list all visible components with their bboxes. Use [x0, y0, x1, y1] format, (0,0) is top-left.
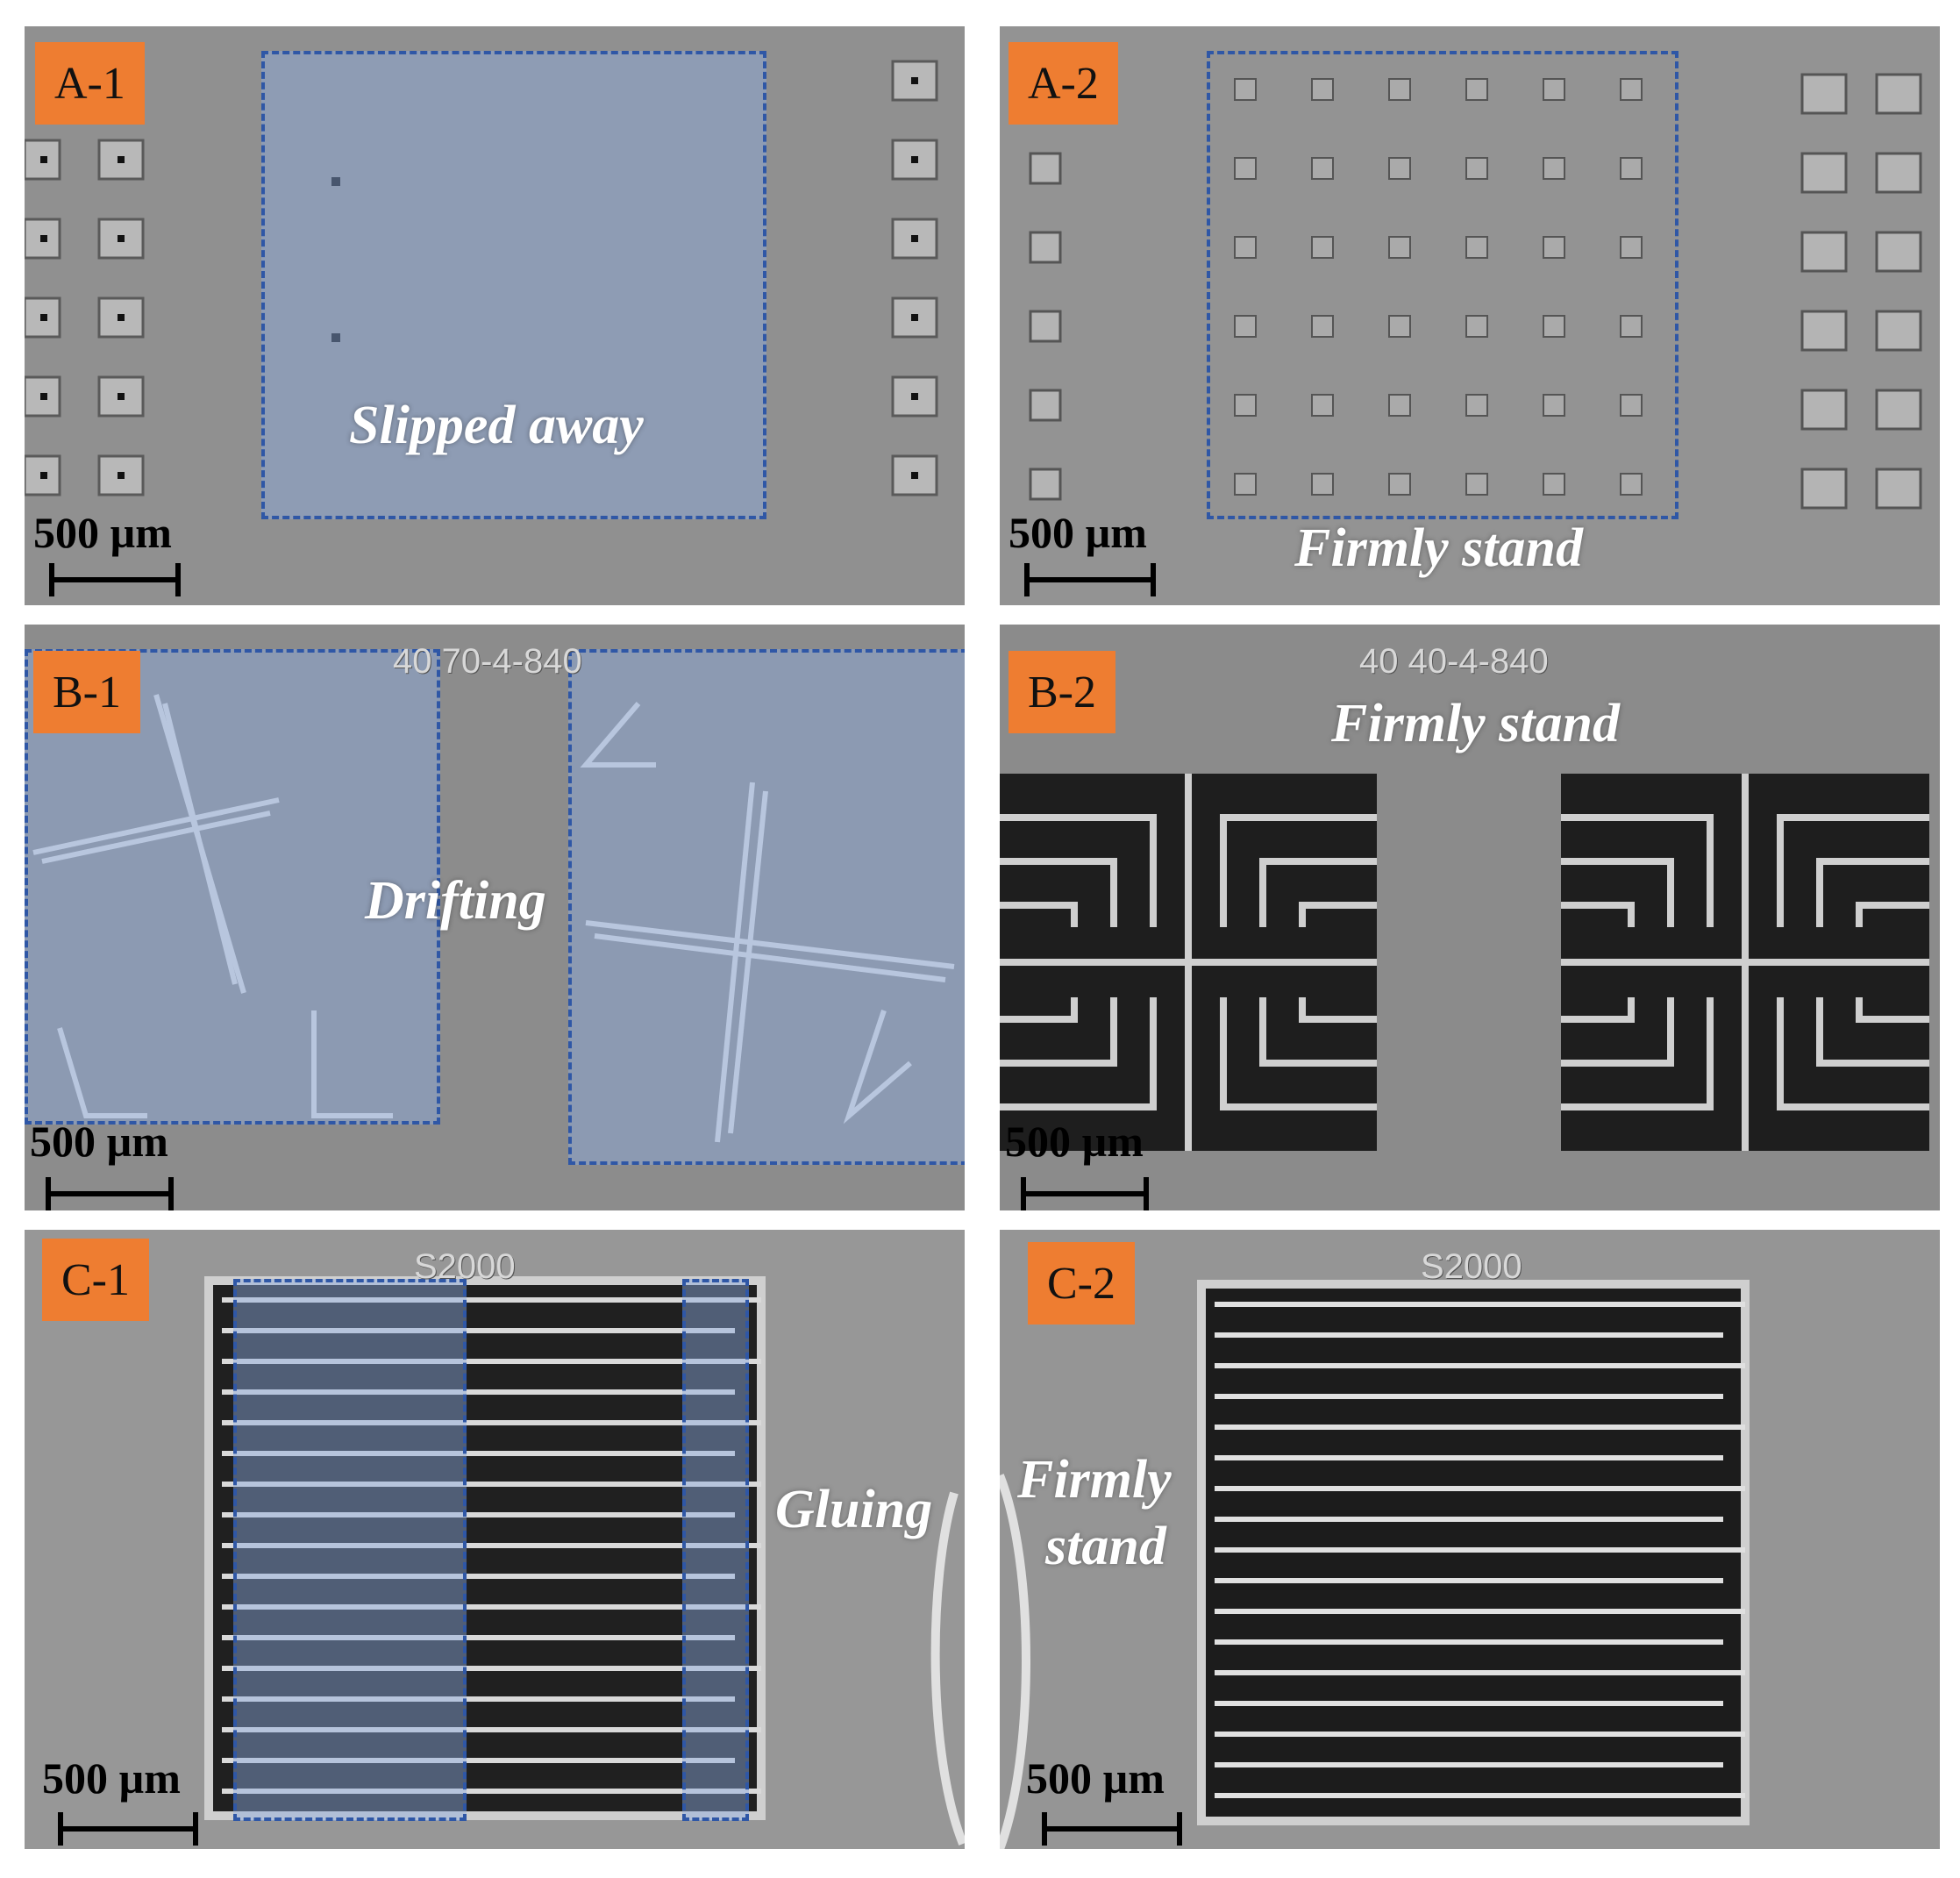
scale-bar-label: 500 µm — [42, 1753, 181, 1803]
sem-image-b2 — [1000, 625, 1940, 1210]
annotation-text: Firmly stand — [1294, 518, 1584, 578]
panel-a1: A-1 Slipped away 500 µm — [25, 26, 965, 605]
scale-bar-label: 500 µm — [30, 1117, 168, 1166]
annotation-text: Gluing — [775, 1480, 933, 1539]
panel-label: A-2 — [1009, 42, 1118, 125]
scale-bar — [46, 1177, 174, 1210]
scale-bar — [49, 563, 181, 596]
panel-label: B-1 — [33, 651, 140, 733]
panel-label: C-1 — [42, 1239, 149, 1321]
highlight-region — [261, 51, 766, 519]
highlight-region — [1207, 51, 1678, 519]
panel-label: A-1 — [35, 42, 145, 125]
engraved-label: S2000 — [414, 1247, 516, 1286]
panel-b1: 40 70-4-840 B-1 Drifting 500 µm — [25, 625, 965, 1210]
engraved-label: S2000 — [1421, 1247, 1522, 1286]
engraved-label: 40 40-4-840 — [1359, 642, 1549, 681]
scale-bar-label: 500 µm — [1009, 508, 1147, 557]
annotation-text: Slipped away — [349, 396, 644, 455]
sem-image-c1 — [25, 1230, 965, 1849]
sem-image-c2 — [1000, 1230, 1940, 1849]
annotation-text: stand — [1045, 1517, 1166, 1576]
scale-bar-label: 500 µm — [33, 508, 172, 557]
sem-image-a1 — [25, 26, 965, 605]
scale-bar — [1024, 563, 1156, 596]
engraved-label: 40 70-4-840 — [393, 642, 582, 681]
annotation-text: Drifting — [365, 871, 546, 931]
annotation-text: Firmly stand — [1331, 694, 1621, 753]
sem-image-b1 — [25, 625, 965, 1210]
annotation-text: Firmly — [1017, 1450, 1172, 1510]
highlight-region — [568, 649, 965, 1165]
panel-a2: A-2 500 µm Firmly stand — [1000, 26, 1940, 605]
scale-bar — [1021, 1177, 1149, 1210]
scale-bar-label: 500 µm — [1005, 1117, 1144, 1166]
panel-c1: S2000 C-1 Gluing 500 µm — [25, 1230, 965, 1849]
highlight-region — [233, 1279, 467, 1821]
panel-label: B-2 — [1009, 651, 1115, 733]
panel-label: C-2 — [1028, 1242, 1135, 1325]
scale-bar-label: 500 µm — [1026, 1753, 1165, 1803]
scale-bar — [58, 1812, 198, 1846]
sem-image-a2 — [1000, 26, 1940, 605]
panel-b2: 40 40-4-840 B-2 Firmly stand 500 µm — [1000, 625, 1940, 1210]
panel-c2: S2000 C-2 Firmly stand 500 µm — [1000, 1230, 1940, 1849]
scale-bar — [1042, 1812, 1182, 1846]
highlight-region — [682, 1279, 749, 1821]
